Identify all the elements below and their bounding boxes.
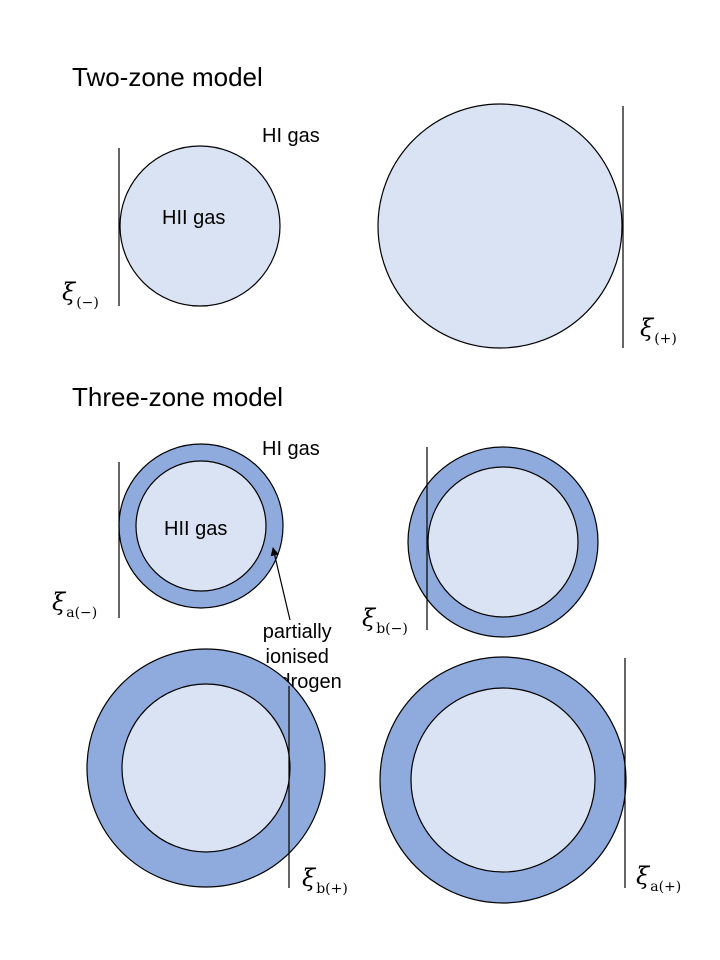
three-zone-hii-gas-label: HII gas (164, 518, 227, 540)
three-zone-xi-a-minus-label: ξa(−) (52, 588, 97, 621)
two-zone-title: Two-zone model (72, 62, 263, 92)
two-zone-hii-gas-label: HII gas (162, 207, 225, 229)
partial-ionised-pointer-arrow (270, 547, 291, 621)
three-zone-core-1 (135, 460, 267, 592)
three-zone-xi-b-plus-sub: b(+) (316, 881, 348, 897)
three-zone-title: Three-zone model (72, 382, 283, 412)
three-zone-xi-a-plus-sub: a(+) (650, 879, 681, 895)
partial-ionised-line-1: partially (263, 621, 332, 643)
two-zone-xi-plus-symbol: ξ (640, 314, 655, 342)
two-zone-xi-plus-label: ξ(+) (640, 314, 677, 347)
three-zone-xi-a-minus-sub: a(−) (66, 605, 97, 621)
three-zone-core-4 (410, 687, 596, 873)
two-zone-xi-plus-sub: (+) (654, 331, 677, 347)
two-zone-hii-sphere-large (377, 103, 623, 349)
two-zone-section: Two-zone model HI gas HII gas ξ(−) ξ(+) (62, 62, 677, 349)
three-zone-section: Three-zone model HI gas HII gas ξa(−) pa… (52, 382, 681, 904)
two-zone-xi-minus-sub: (−) (76, 295, 99, 311)
two-zone-hii-sphere-small (119, 145, 281, 307)
three-zone-xi-b-plus-symbol: ξ (302, 864, 317, 892)
two-zone-hi-gas-label: HI gas (262, 125, 320, 147)
three-zone-xi-a-plus-label: ξa(+) (636, 862, 681, 895)
two-zone-xi-minus-label: ξ(−) (62, 278, 99, 311)
three-zone-xi-b-minus-sub: b(−) (376, 621, 408, 637)
three-zone-xi-b-plus-label: ξb(+) (302, 864, 348, 897)
three-zone-hi-gas-label: HI gas (262, 438, 320, 460)
partial-ionised-line-2: ionised (266, 646, 329, 668)
three-zone-core-3 (121, 683, 291, 853)
three-zone-xi-a-minus-symbol: ξ (52, 588, 67, 616)
three-zone-xi-b-minus-label: ξb(−) (362, 604, 408, 637)
two-zone-xi-minus-symbol: ξ (62, 278, 77, 306)
three-zone-xi-b-minus-symbol: ξ (362, 604, 377, 632)
three-zone-xi-a-plus-symbol: ξ (636, 862, 651, 890)
three-zone-core-2 (427, 466, 579, 618)
